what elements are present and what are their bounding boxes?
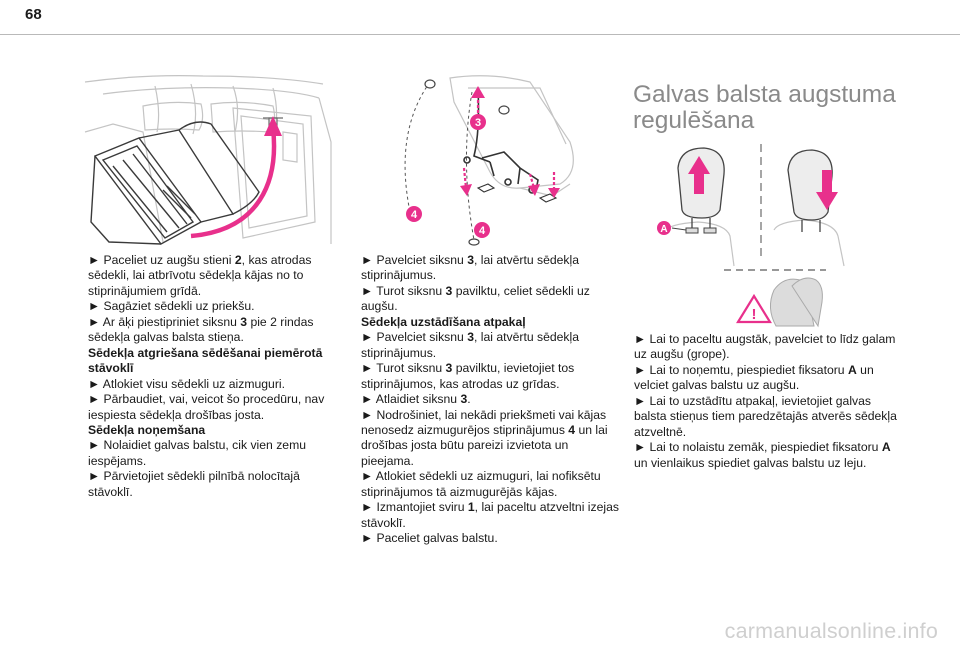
col1-para-0: ► Paceliet uz augšu stieni 2, kas atroda… — [88, 253, 312, 298]
col1-subheading-returning: Sēdekļa atgriešana sēdēšanai piemērotā s… — [88, 345, 323, 376]
warning-icon: ! — [752, 306, 757, 323]
col1-para-7: ► Nolaidiet galvas balstu, cik vien zemu… — [88, 438, 306, 468]
col2-para-0: ► Pavelciet siksnu 3, lai atvērtu sēdekļ… — [361, 253, 580, 283]
section-heading: Galvas balsta augstuma regulēšana — [633, 82, 933, 134]
top-divider — [0, 34, 960, 35]
col1-para-5: ► Pārbaudiet, vai, veicot šo procedūru, … — [88, 392, 325, 422]
col1-para-8: ► Pārvietojiet sēdekli pilnībā nolocītaj… — [88, 469, 300, 499]
heading-line-2: regulēšana — [633, 107, 755, 134]
figure-headrest-adjustment: A ! — [657, 144, 845, 328]
heading-line-1: Galvas balsta augstuma — [633, 81, 896, 108]
col2-subheading-reinstall: Sēdekļa uzstādīšana atpakaļ — [361, 314, 526, 329]
column-2-text: ► Pavelciet siksnu 3, lai atvērtu sēdekļ… — [361, 253, 619, 547]
column-3-text: ► Lai to paceltu augstāk, pavelciet to l… — [634, 332, 898, 471]
callout-4a: 4 — [411, 209, 418, 221]
col2-para-5: ► Atlaidiet siksnu 3. — [361, 392, 471, 407]
callout-a: A — [660, 224, 667, 235]
col2-para-1: ► Turot siksnu 3 pavilktu, celiet sēdekl… — [361, 283, 590, 314]
col3-para-2: ► Lai to uzstādītu atpakaļ, ievietojiet … — [634, 393, 897, 439]
page-number: 68 — [25, 6, 42, 23]
col3-para-0: ► Lai to paceltu augstāk, pavelciet to l… — [634, 332, 896, 362]
col1-para-1: ► Sagāziet sēdekli uz priekšu. — [88, 299, 255, 314]
col2-para-6: ► Nodrošiniet, lai nekādi priekšmeti vai… — [361, 407, 608, 468]
figure-seat-removal: 3 4 4 — [404, 75, 574, 246]
col1-subheading-removal: Sēdekļa noņemšana — [88, 422, 206, 437]
callout-4b: 4 — [479, 225, 486, 237]
col2-para-9: ► Paceliet galvas balstu. — [361, 531, 498, 546]
figure-seat-folding — [84, 75, 332, 245]
col2-para-7: ► Atlokiet sēdekli uz aizmuguri, lai nof… — [361, 469, 601, 499]
watermark: carmanualsonline.info — [724, 619, 938, 643]
column-1-text: ► Paceliet uz augšu stieni 2, kas atroda… — [88, 253, 340, 500]
callout-3: 3 — [475, 117, 481, 129]
col3-para-3: ► Lai to nolaistu zemāk, piespiediet fik… — [634, 440, 891, 470]
col1-para-4: ► Atlokiet visu sēdekli uz aizmuguri. — [88, 376, 285, 391]
col3-para-1: ► Lai to noņemtu, piespiediet fiksatoru … — [634, 362, 874, 393]
col2-para-3: ► Pavelciet siksnu 3, lai atvērtu sēdekļ… — [361, 330, 580, 360]
col2-para-4: ► Turot siksnu 3 pavilktu, ievietojiet t… — [361, 361, 575, 391]
col2-para-8: ► Izmantojiet sviru 1, lai paceltu atzve… — [361, 500, 619, 530]
col1-para-2: ► Ar āķi piestipriniet siksnu 3 pie 2 ri… — [88, 314, 314, 345]
